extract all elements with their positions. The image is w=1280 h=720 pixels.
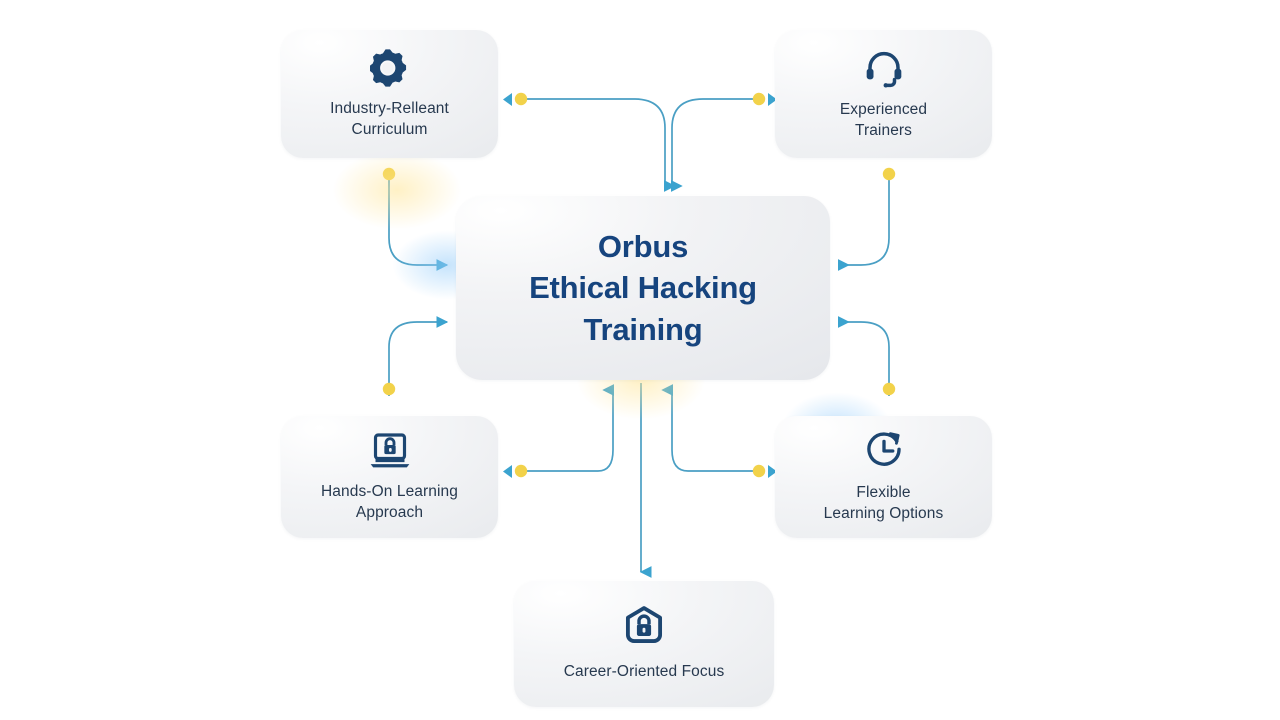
connector-handson-to-center <box>521 384 615 472</box>
connector-industry-side-to-center <box>388 180 449 271</box>
node-label: Experienced Trainers <box>839 100 928 139</box>
connector-dot <box>752 464 766 478</box>
node-hands-on-learning-approach[interactable]: Hands-On Learning Approach <box>281 416 498 538</box>
arrowhead-into-handson-card <box>503 465 512 478</box>
glow-accent <box>332 150 462 230</box>
node-label: Industry-Relleant Curriculum <box>330 99 449 138</box>
connector-dot <box>882 167 896 181</box>
connector-handson-side-to-center <box>388 316 449 396</box>
connector-dot <box>514 464 528 478</box>
node-industry-relevant-curriculum[interactable]: Industry-Relleant Curriculum <box>281 30 498 158</box>
node-career-oriented-focus[interactable]: Career-Oriented Focus <box>514 581 774 707</box>
gear-icon <box>368 48 410 88</box>
connector-dot <box>514 92 528 106</box>
connector-trainers-to-center <box>670 98 759 192</box>
connector-dot <box>382 382 396 396</box>
center-title: Orbus Ethical Hacking Training <box>529 228 757 347</box>
node-flexible-learning-options[interactable]: Flexible Learning Options <box>775 416 992 538</box>
connector-flexible-to-center <box>661 384 759 472</box>
shield-lock-icon <box>621 605 667 651</box>
connector-flexible-side-to-center <box>837 316 890 396</box>
node-label: Flexible Learning Options <box>823 483 944 522</box>
center-node-orbus-ethical-hacking-training[interactable]: Orbus Ethical Hacking Training <box>456 196 830 380</box>
connector-dot <box>382 167 396 181</box>
arrowhead-into-industry-card <box>503 93 512 106</box>
node-experienced-trainers[interactable]: Experienced Trainers <box>775 30 992 158</box>
laptop-lock-icon <box>368 431 412 471</box>
connector-dot <box>752 92 766 106</box>
node-label: Career-Oriented Focus <box>563 663 725 681</box>
connector-trainers-side-to-center <box>837 180 890 271</box>
node-label: Hands-On Learning Approach <box>321 482 458 521</box>
connector-dot <box>882 382 896 396</box>
connector-industry-to-center <box>521 98 676 192</box>
clock-rotate-icon <box>863 430 905 472</box>
headset-icon <box>863 47 905 89</box>
